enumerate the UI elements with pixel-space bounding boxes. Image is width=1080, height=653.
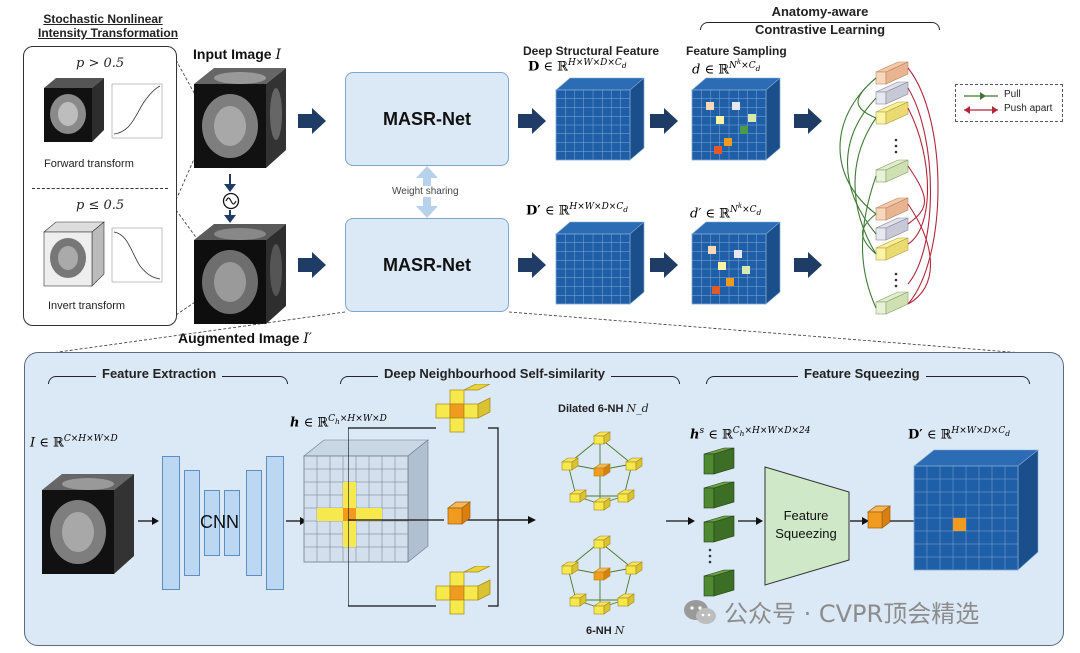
neighbourhood-cross-bottom [435,566,491,615]
transform-op-icon [222,192,240,210]
divider [32,188,168,189]
arrow-to-contrastive-top [794,108,822,134]
arrow-to-masr-bottom [298,252,326,278]
sampled-voxels-top [706,102,756,154]
deep-feature-math: D ∈ ℝH×W×D×Cd [528,58,627,75]
zoom-lines [29,311,1061,357]
center-voxel [446,501,472,525]
six-nh-label: 6-NH N [586,624,625,637]
squeezed-voxel [866,505,892,529]
six-nh-graph [561,535,643,615]
deep-feature-cube-top [555,77,645,161]
arrow-to-sampling-bottom [650,252,678,278]
watermark: 公众号 · CVPR顶会精选 [682,594,979,629]
h-cross-highlight [317,482,382,547]
hs-stack [703,447,735,597]
sampled-voxels-bottom [708,246,750,294]
sampling-math: d ∈ ℝNk×Cd [692,58,761,78]
forward-label: Forward transform [44,158,134,170]
arrow-to-contrastive-bottom [794,252,822,278]
arrow-to-h [286,517,307,525]
h-feature-cube [303,439,429,563]
down-arrow-head-2 [224,215,236,223]
left-panel-title: Stochastic Nonlinear Intensity Transform… [38,12,179,40]
legend-push: Push apart [1004,103,1053,114]
arrow-to-hs [666,517,695,525]
weight-sharing-label: Weight sharing [390,186,461,197]
arrow-to-feature-bottom [518,252,546,278]
feature-squeezing-title: Feature Squeezing [798,366,926,381]
feature-extraction-title: Feature Extraction [96,366,223,381]
arrow-to-cnn [138,517,159,525]
sampling-math-2: d′ ∈ ℝNk×Cd [690,202,762,222]
dnss-title: Deep Neighbourhood Self-similarity [378,366,612,381]
contrastive-title: Anatomy-aware [771,4,869,19]
legend-pull: Pull [1004,89,1021,100]
invert-label: Invert transform [48,300,126,312]
forward-thumbnail [44,78,163,142]
deep-feature-math-2: D′ ∈ ℝH×W×D×Cd [526,202,629,219]
invert-thumbnail [43,221,163,287]
feature-squeezing-block [764,466,850,586]
feature-squeezing-label: Feature Squeezing [775,508,837,541]
arrow-to-masr-top [298,108,326,134]
bar-group-top [875,61,909,183]
input-math: I ∈ ℝC×H×W×D [30,434,118,451]
contrastive-bars [839,61,939,315]
down-arrow-shaft-1 [229,174,231,190]
output-voxel [953,518,966,531]
output-feature-cube [913,449,1039,571]
input-image-cube [194,68,286,168]
push-arcs [907,67,939,305]
sampled-feature-cube-top [691,77,781,161]
masr-net-top: MASR-Net [345,72,509,166]
deep-feature-cube-bottom [555,221,645,305]
arrow-to-orange [850,517,869,525]
hs-math: hs ∈ ℝCh×H×W×D×24 [690,426,811,443]
legend [955,84,1063,122]
wechat-icon [684,599,716,624]
dilated-cross-top [435,384,491,433]
arrow-to-squeeze [738,517,763,525]
arrow-to-sampling-top [650,108,678,134]
input-cube-detail [42,474,134,574]
masr-net-bottom: MASR-Net [345,218,509,312]
input-image-label: Input Image I [193,46,281,63]
deep-feature-title: Deep Structural Feature [523,44,660,58]
legend-arrows [964,92,998,114]
sampling-title: Feature Sampling [686,44,787,58]
cond-forward: p > 0.5 [76,56,125,71]
arrow-to-feature-top [518,108,546,134]
contrastive-subtitle: Contrastive Learning [754,22,886,37]
dilated-label: Dilated 6-NH N_d [558,402,649,415]
augmented-image-cube [194,224,286,324]
bar-group-bottom [875,197,909,315]
output-math: D′ ∈ ℝH×W×D×Cd [908,426,1011,443]
pull-arcs [839,77,877,309]
sampled-feature-cube-bottom [691,221,781,305]
cond-invert: p ≤ 0.5 [76,198,125,213]
augmented-image-label: Augmented Image I′ [178,330,312,347]
cnn-label: CNN [200,512,239,532]
h-to-neighbourhood-lines [348,427,536,607]
h-math: h ∈ ℝCh×H×W×D [290,414,387,431]
dilated-6nh-graph [561,431,643,511]
down-arrow-head-1 [224,184,236,192]
